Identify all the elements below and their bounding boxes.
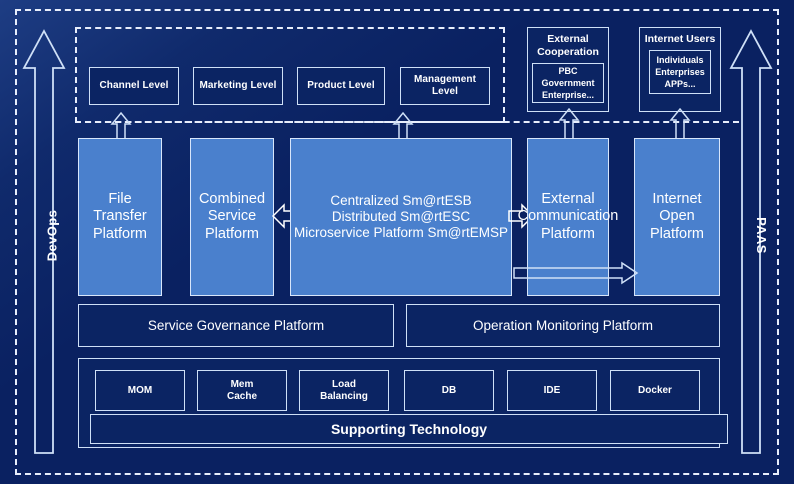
internet-users-members: Individuals Enterprises APPs...: [649, 50, 711, 95]
paas-label: PAAS: [753, 217, 769, 254]
tech-mom-line-1: MOM: [127, 384, 153, 396]
internet-users-group[interactable]: Internet Users Individuals Enterprises A…: [639, 27, 721, 112]
external-cooperation-group[interactable]: External Cooperation PBC Government Ente…: [527, 27, 609, 112]
supporting-technology-banner-label: Supporting Technology: [330, 420, 488, 437]
app-level-management[interactable]: Management Level: [400, 67, 490, 105]
paas-arrow: [729, 28, 773, 456]
platform-external-comm-line-2: Communication: [517, 208, 619, 225]
platform-file-transfer[interactable]: File Transfer Platform: [78, 138, 162, 296]
platform-external-comm-line-1: External: [541, 191, 595, 208]
app-level-marketing[interactable]: Marketing Level: [193, 67, 283, 105]
platform-core-esb[interactable]: Centralized Sm@rtESB Distributed Sm@rtES…: [290, 138, 512, 296]
connector-up-internet-open: [669, 107, 691, 141]
platform-internet-open-line-1: Internet: [652, 191, 702, 208]
connector-up-core-platform: [392, 111, 414, 141]
platform-file-transfer-line-1: File: [108, 191, 132, 208]
tech-load-balancing[interactable]: Load Balancing: [299, 370, 389, 411]
platform-core-line-1: Centralized Sm@rtESB: [330, 193, 472, 209]
tech-mem-cache-line-2: Cache: [226, 390, 257, 402]
connector-right-core-to-internet-open: [513, 261, 639, 288]
tech-mom[interactable]: MOM: [95, 370, 185, 411]
platform-combined-service[interactable]: Combined Service Platform: [190, 138, 274, 296]
tech-load-balancing-line-1: Load: [332, 378, 356, 390]
platform-layer-divider: [75, 121, 739, 123]
platform-combined-service-line-1: Combined: [198, 191, 266, 208]
external-cooperation-members: PBC Government Enterprise...: [532, 63, 604, 104]
app-level-marketing-label: Marketing Level: [199, 80, 277, 92]
app-level-channel-label: Channel Level: [99, 80, 169, 92]
platform-combined-service-line-2: Service: [207, 208, 257, 225]
tech-docker-line-1: Docker: [638, 384, 672, 396]
connector-up-file-transfer: [110, 111, 132, 141]
app-level-product-label: Product Level: [307, 80, 375, 92]
devops-label: DevOps: [44, 209, 60, 262]
app-level-management-label: Management Level: [413, 74, 477, 97]
platform-core-line-2: Distributed Sm@rtESC: [331, 209, 471, 225]
platform-file-transfer-line-2: Transfer: [93, 208, 147, 225]
external-cooperation-title: External Cooperation: [537, 33, 599, 59]
outer-dashed-boundary: [15, 9, 779, 475]
platform-core-line-3: Microservice Platform Sm@rtEMSP: [294, 224, 508, 240]
platform-internet-open[interactable]: Internet Open Platform: [634, 138, 720, 296]
tech-mem-cache[interactable]: Mem Cache: [197, 370, 287, 411]
operation-monitoring-platform-label: Operation Monitoring Platform: [472, 317, 654, 333]
platform-internet-open-line-2: Open: [659, 208, 695, 225]
tech-db[interactable]: DB: [404, 370, 494, 411]
internet-users-title: Internet Users: [644, 33, 716, 45]
operation-monitoring-platform[interactable]: Operation Monitoring Platform: [406, 304, 720, 347]
platform-combined-service-line-3: Platform: [205, 225, 259, 242]
tech-load-balancing-line-2: Balancing: [320, 390, 368, 402]
tech-ide-line-1: IDE: [543, 384, 561, 396]
supporting-technology-banner[interactable]: Supporting Technology: [90, 414, 728, 444]
platform-file-transfer-line-3: Platform: [93, 225, 147, 242]
connector-up-external-comm: [558, 107, 580, 141]
platform-internet-open-line-3: Platform: [650, 225, 704, 242]
devops-arrow: [22, 28, 66, 456]
tech-ide[interactable]: IDE: [507, 370, 597, 411]
connector-right-core-to-external-comm: [508, 202, 535, 230]
app-level-product[interactable]: Product Level: [297, 67, 385, 105]
tech-db-line-1: DB: [441, 384, 457, 396]
app-level-channel[interactable]: Channel Level: [89, 67, 179, 105]
tech-docker[interactable]: Docker: [610, 370, 700, 411]
platform-external-communication[interactable]: External Communication Platform: [518, 138, 618, 296]
tech-mem-cache-line-1: Mem: [230, 378, 254, 390]
platform-external-comm-line-3: Platform: [541, 225, 595, 242]
service-governance-platform[interactable]: Service Governance Platform: [78, 304, 394, 347]
service-governance-platform-label: Service Governance Platform: [147, 317, 325, 333]
